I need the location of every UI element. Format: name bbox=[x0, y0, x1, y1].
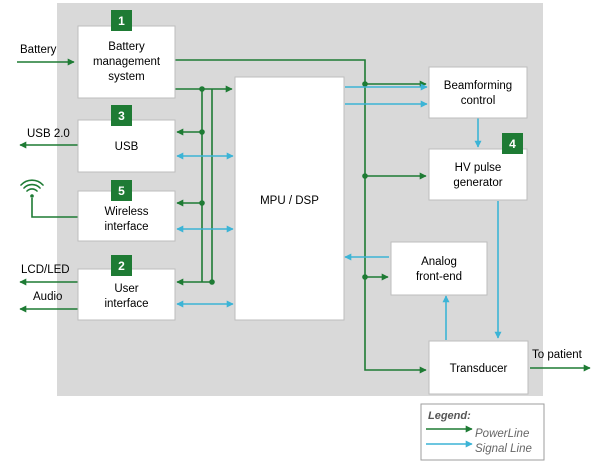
badge-ui: 2 bbox=[111, 255, 132, 276]
label-usb-2: USB 2.0 bbox=[27, 128, 70, 140]
block-mpu-dsp[interactable]: MPU / DSP bbox=[234, 76, 345, 321]
mpu-label: MPU / DSP bbox=[260, 195, 319, 207]
power-lines bbox=[17, 58, 591, 374]
svg-text:1: 1 bbox=[118, 14, 125, 28]
svg-text:4: 4 bbox=[509, 137, 516, 151]
label-lcd-led: LCD/LED bbox=[21, 264, 70, 276]
label-to-patient: To patient bbox=[532, 349, 583, 361]
afe-label-2: front-end bbox=[416, 271, 462, 283]
hv-label-2: generator bbox=[453, 177, 502, 189]
block-hv-pulse-generator[interactable]: HV pulse generator bbox=[428, 148, 528, 201]
afe-label-1: Analog bbox=[421, 256, 457, 268]
label-battery: Battery bbox=[20, 44, 57, 56]
power-junctions bbox=[199, 81, 368, 285]
beamforming-label-1: Beamforming bbox=[444, 80, 512, 92]
power-line-bms-main bbox=[175, 59, 427, 374]
block-analog-front-end[interactable]: Analog front-end bbox=[390, 241, 488, 296]
power-line-wireless-antenna bbox=[31, 198, 78, 218]
ui-label-2: interface bbox=[104, 298, 148, 310]
svg-text:3: 3 bbox=[118, 109, 125, 123]
block-usb[interactable]: USB bbox=[77, 119, 176, 173]
usb-label: USB bbox=[115, 141, 139, 153]
wireless-label-2: interface bbox=[104, 221, 148, 233]
block-user-interface[interactable]: User interface bbox=[77, 268, 176, 321]
block-beamforming-control[interactable]: Beamforming control bbox=[428, 66, 528, 119]
badge-usb: 3 bbox=[111, 105, 132, 126]
svg-text:5: 5 bbox=[118, 184, 125, 198]
legend-signal-line: Signal Line bbox=[475, 443, 532, 455]
beamforming-label-2: control bbox=[461, 95, 496, 107]
transducer-label: Transducer bbox=[450, 363, 508, 375]
badge-hv: 4 bbox=[502, 133, 523, 154]
bms-label-1: Battery bbox=[108, 41, 145, 53]
bms-label-2: management bbox=[93, 56, 161, 68]
hv-label-1: HV pulse bbox=[455, 162, 502, 174]
legend: Legend: PowerLine Signal Line bbox=[420, 403, 545, 461]
badge-bms: 1 bbox=[111, 10, 132, 31]
legend-power-line: PowerLine bbox=[475, 428, 529, 440]
legend-title: Legend: bbox=[428, 410, 471, 422]
bms-label-3: system bbox=[108, 71, 144, 83]
block-transducer[interactable]: Transducer bbox=[428, 340, 529, 395]
signal-lines bbox=[176, 83, 502, 340]
badge-wireless: 5 bbox=[111, 180, 132, 201]
svg-text:2: 2 bbox=[118, 259, 125, 273]
ui-label-1: User bbox=[114, 283, 138, 295]
label-audio: Audio bbox=[33, 291, 62, 303]
block-battery-management[interactable]: Battery management system bbox=[77, 25, 176, 99]
wifi-icon bbox=[20, 179, 44, 198]
wireless-label-1: Wireless bbox=[104, 206, 148, 218]
